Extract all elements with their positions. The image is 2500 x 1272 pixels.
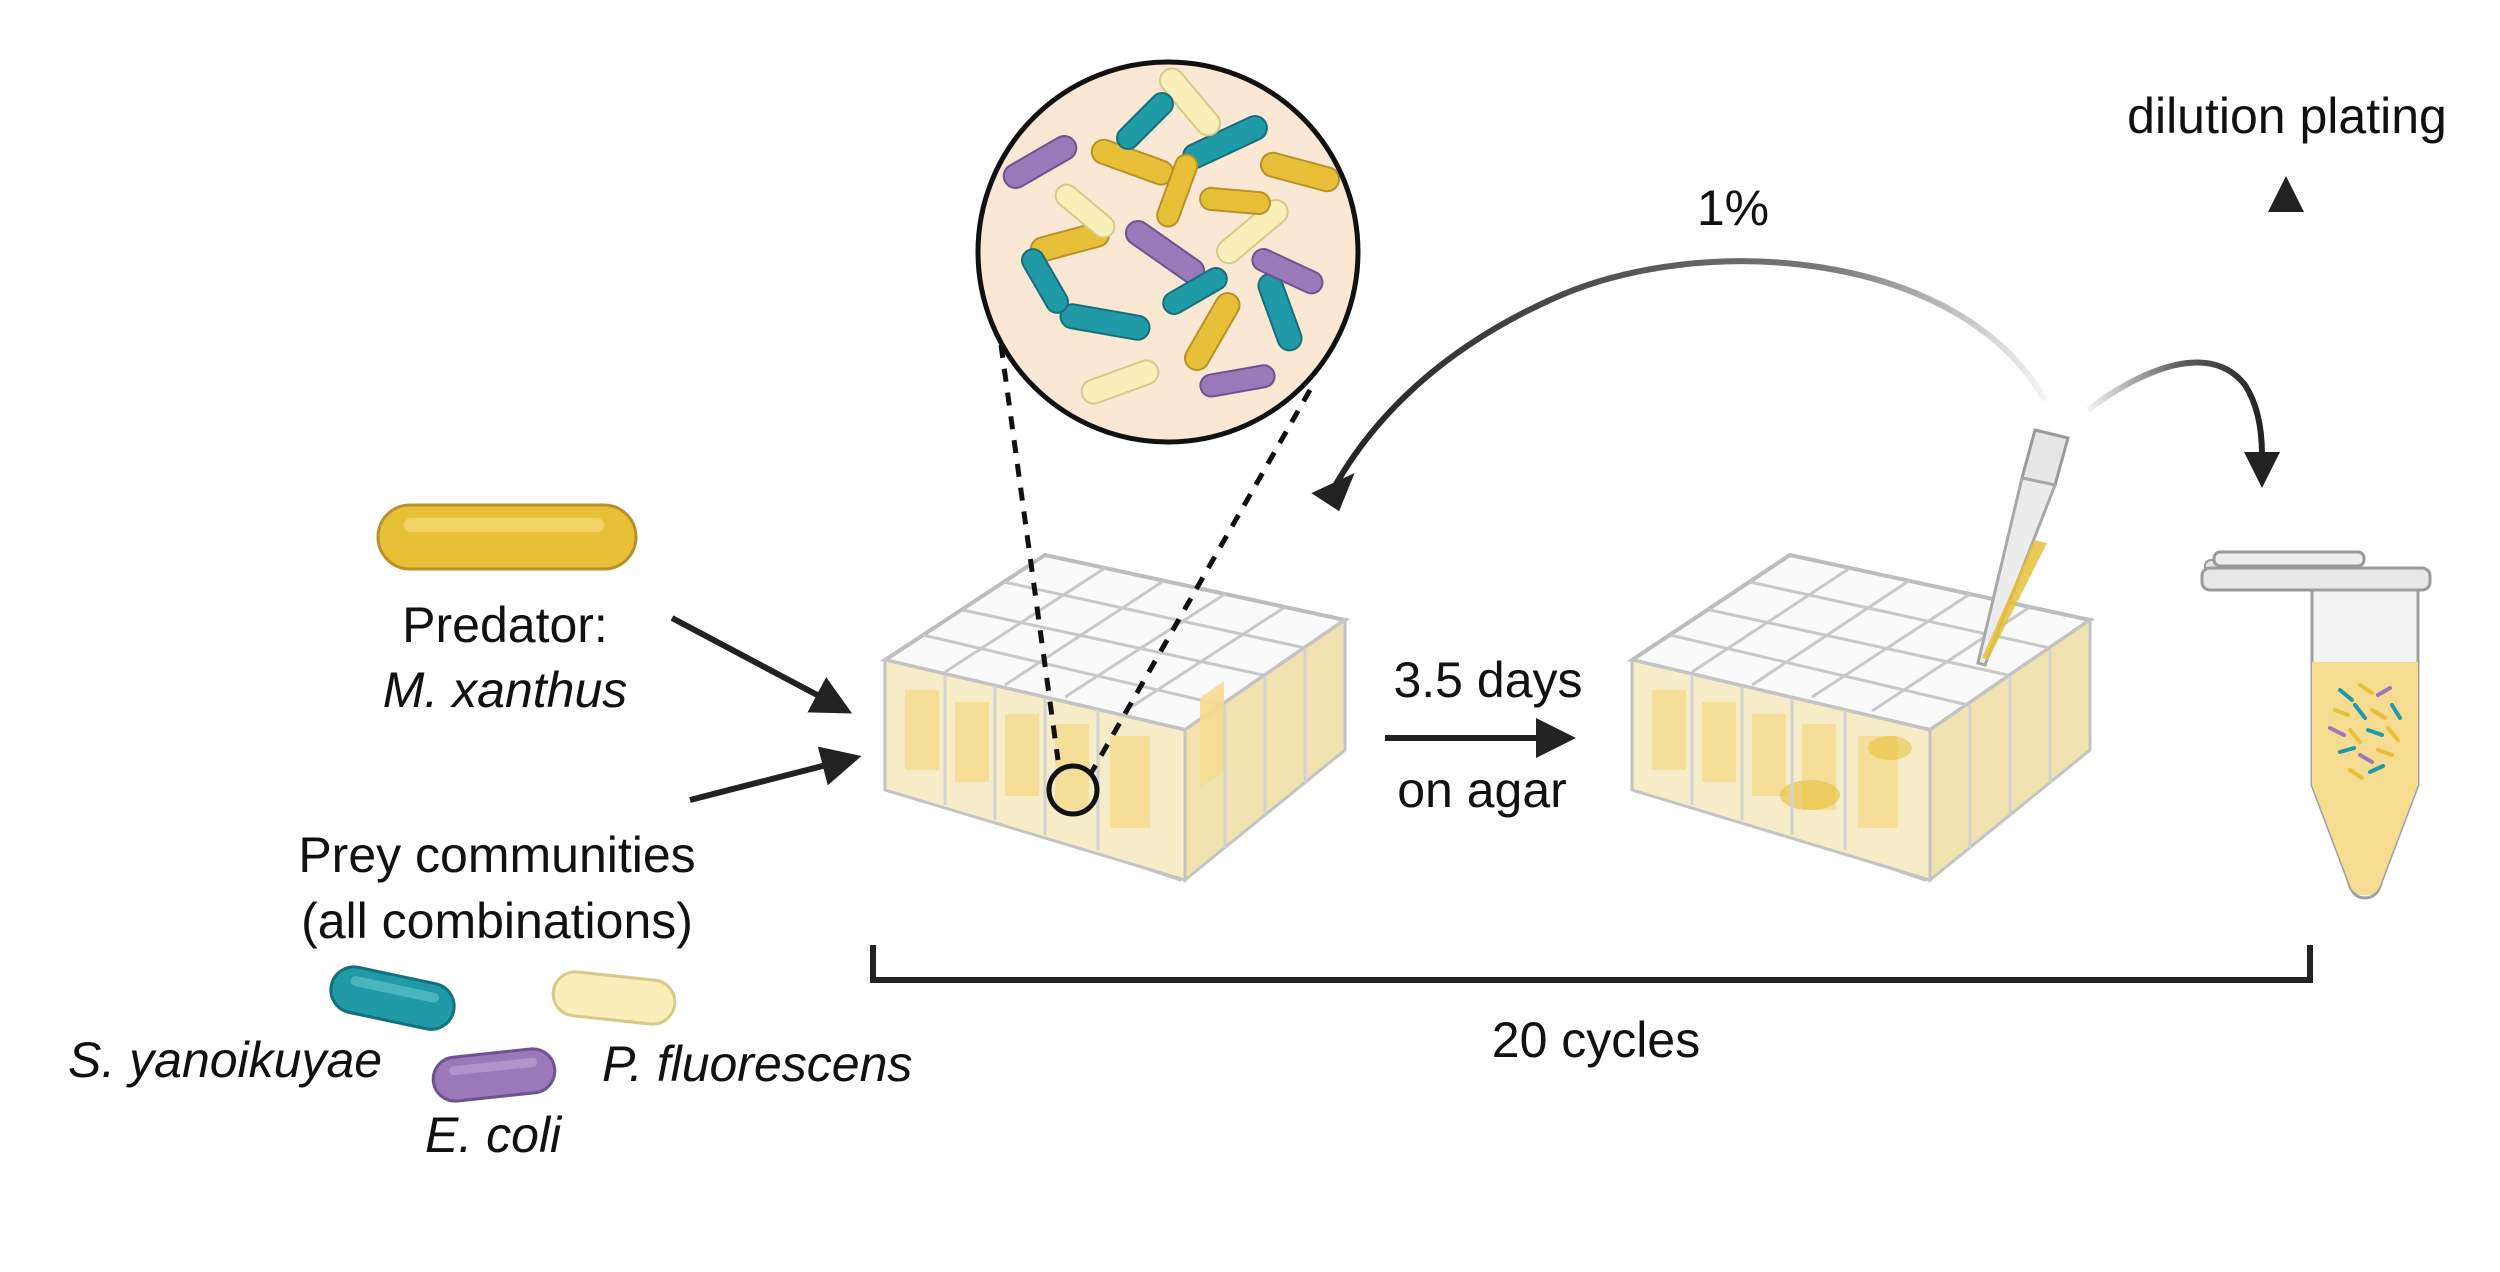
s-yanoikuyae-label: S. yanoikuyae	[68, 1032, 382, 1088]
e-coli-label: E. coli	[425, 1107, 563, 1163]
well-plate-2-icon	[1627, 552, 2095, 884]
cycles-bracket	[870, 945, 2313, 983]
transfer-arrow	[1327, 258, 2048, 497]
predator-bacterium-icon	[376, 503, 638, 571]
p-fluorescens-bacterium-icon	[551, 970, 677, 1026]
tube-transfer-arrow	[2086, 359, 2265, 456]
e-coli-bacterium-icon	[431, 1047, 557, 1103]
predator-input-arrow	[670, 615, 853, 714]
prey-input-arrow	[689, 746, 862, 803]
prey-bacterium-icon	[329, 965, 677, 1103]
incubation-medium-label: on agar	[1397, 762, 1567, 818]
incubation-time-label: 3.5 days	[1393, 652, 1582, 708]
microcentrifuge-tube-icon	[2200, 550, 2432, 900]
prey-communities-label: Prey communities	[298, 827, 695, 883]
well-plate-icon	[880, 552, 1350, 884]
dilution-plating-label: dilution plating	[2127, 88, 2447, 144]
cycles-label: 20 cycles	[1492, 1012, 1700, 1068]
predator-title: Predator:	[402, 597, 608, 653]
predator-species: M. xanthus	[383, 662, 628, 718]
s-yanoikuyae-bacterium-icon	[329, 965, 456, 1031]
p-fluorescens-label: P. fluorescens	[602, 1036, 912, 1092]
prey-combinations-label: (all combinations)	[301, 893, 693, 949]
transfer-fraction-label: 1%	[1697, 180, 1769, 236]
magnifier-icon	[975, 59, 1361, 817]
pipette-icon	[1976, 428, 2070, 667]
